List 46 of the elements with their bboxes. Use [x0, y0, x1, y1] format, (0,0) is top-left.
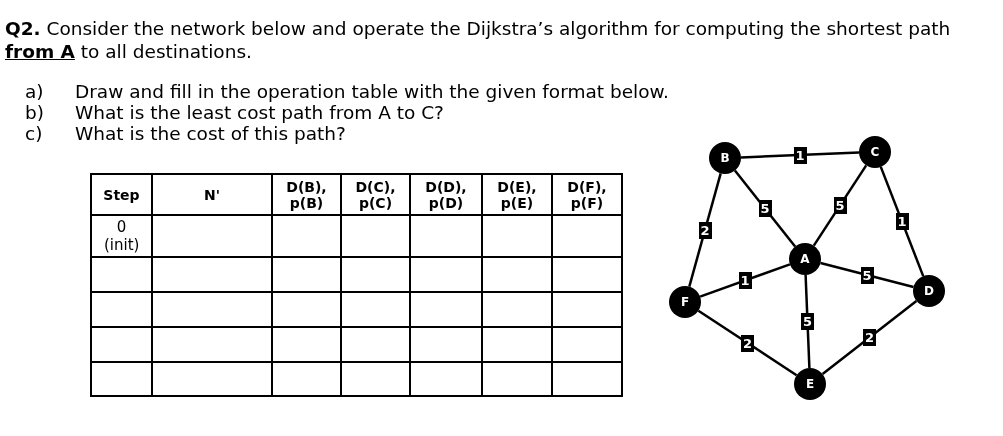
row-label: 0 (init) [91, 215, 152, 257]
edge-weight: 5 [860, 266, 874, 284]
connector-line [812, 164, 868, 247]
graph-node [669, 286, 701, 318]
list-marker: b) [25, 102, 44, 123]
list-marker: a) [25, 81, 44, 102]
edge-weight: 1 [738, 272, 752, 289]
edge-weight: 2 [863, 329, 876, 346]
list-marker: c) [25, 123, 43, 144]
connector-line [688, 173, 722, 287]
edge-weight: 2 [741, 334, 754, 352]
graph-node [859, 136, 891, 168]
connector-line [699, 263, 791, 298]
graph-node [913, 275, 945, 307]
node-label: D [924, 284, 934, 298]
graph-node [709, 142, 741, 174]
column-header: D(B), p(B) [272, 174, 341, 215]
column-header: Step [91, 174, 152, 215]
column-header: D(D), p(D) [410, 174, 482, 215]
edge-weight: 5 [833, 197, 847, 214]
column-header: D(F), p(F) [552, 174, 622, 215]
edge-weight: 5 [801, 313, 814, 330]
question-item: What is the least cost path from A to C? [75, 102, 444, 123]
connector-line [820, 261, 914, 289]
column-header: D(E), p(E) [482, 174, 552, 215]
node-label: A [800, 252, 810, 266]
graph-node [794, 368, 826, 400]
connector-line [821, 299, 918, 376]
node-label: C [870, 145, 880, 159]
question-item: What is the cost of this path? [75, 123, 346, 144]
graph-node [789, 243, 821, 275]
connector-line [697, 309, 798, 377]
node-label: E [805, 377, 815, 391]
edge-weight: 5 [758, 200, 772, 217]
edge-weight: 1 [793, 146, 807, 164]
question-text: Q2. Consider the network below and operate the Dijkstra’s algorithm for computing the shortest path from A to all destinations. [5, 17, 952, 63]
edge-weight: 1 [895, 213, 909, 230]
connector-line [740, 151, 860, 159]
column-header: N' [152, 174, 272, 215]
node-label: F [680, 295, 690, 309]
connector-line [879, 166, 925, 277]
column-header: D(C), p(C) [341, 174, 410, 215]
question-item: Draw and fill in the operation table with the given format below. [75, 81, 669, 102]
node-label: B [720, 151, 730, 165]
connector-line [804, 274, 811, 369]
edge-weight: 2 [698, 221, 712, 239]
